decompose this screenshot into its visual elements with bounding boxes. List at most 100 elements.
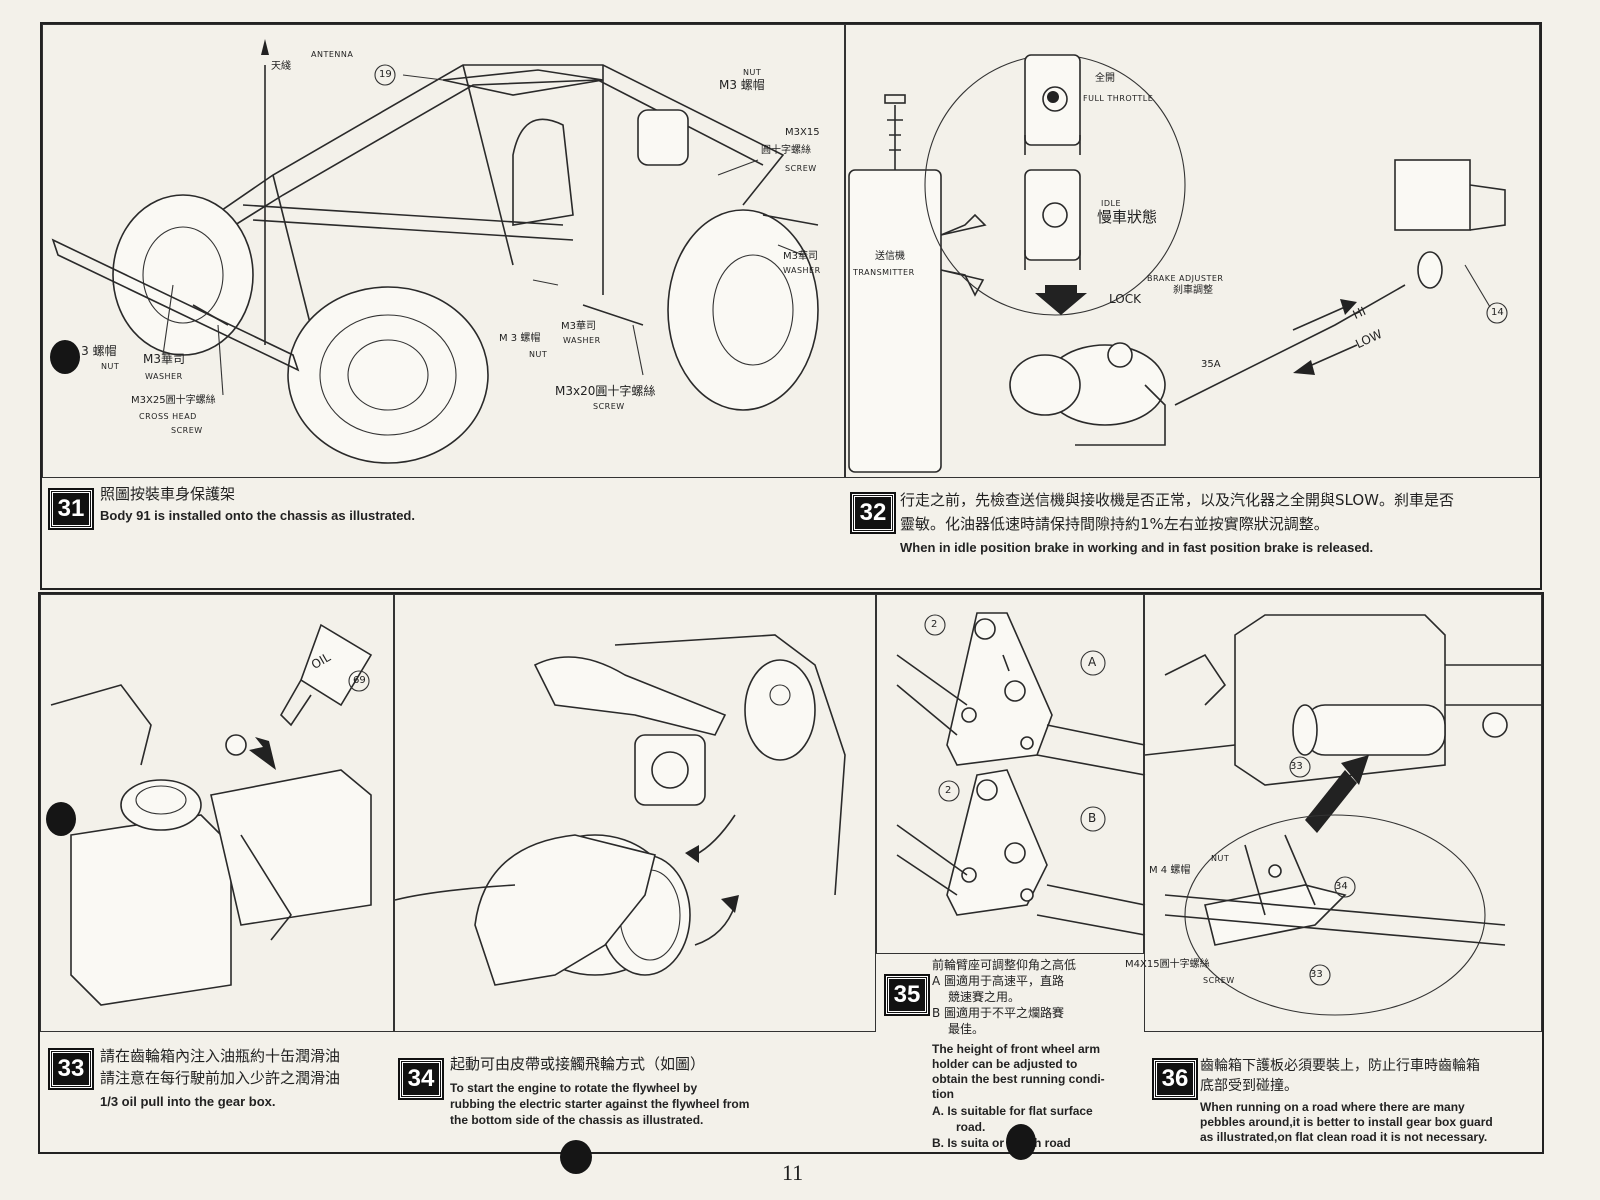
binder-hole-mid [46,802,76,836]
step31-illustration-panel: 天綫 ANTENNA 19 NUT M3 螺帽 M3X15 圓十字螺絲 SCRE… [42,24,846,478]
screw-zh-label: M4X15圓十字螺絲 [1125,959,1210,970]
step32-zh-line2: 靈敏。化油器低速時請保持間隙持約1%左右並按實際狀況調整。 [900,515,1329,533]
bottom-section-frame [38,592,1544,1154]
brake-adjuster-en-label: BRAKE ADJUSTER [1147,274,1224,283]
antenna-en-label: ANTENNA [311,50,354,59]
gearbox-guard-illustration [1144,614,1543,1016]
step32-illustration-panel: 全開 FULL THROTTLE IDLE 慢車狀態 送信機 TRANSMITT… [844,24,1540,478]
step36-en-line2: pebbles around,it is better to install g… [1200,1115,1493,1129]
throttle-brake-illustration [848,54,1508,473]
transmitter-en-label: TRANSMITTER [853,268,915,277]
screw-m3x15-zh-label: 圓十字螺絲 [761,145,811,156]
nut-top-en-label: NUT [743,68,762,77]
variant-b-label: B [1088,811,1097,825]
binder-hole-bottom-right [1006,1124,1036,1160]
idle-zh-label: 慢車狀態 [1097,208,1158,226]
screw-m3x15-en-label: SCREW [785,164,817,173]
screw-m3x20-zh-label: M3x20圓十字螺絲 [555,384,656,398]
step35-zh-line5: 最佳。 [948,1022,985,1036]
nut-top-zh-label: M3 螺帽 [719,78,765,92]
step35-zh-line3: 競速賽之用。 [948,990,1021,1004]
screw-m3x25-en1-label: CROSS HEAD [139,412,197,421]
part-14-label: 14 [1491,307,1504,318]
washer-mid-zh-label: M3華司 [561,321,596,332]
step32-number: 32 [850,492,896,534]
step33-en-text: 1/3 oil pull into the gear box. [100,1094,276,1109]
step36-en-line3: as illustrated,on flat clean road it is … [1200,1130,1488,1144]
step32-zh-line1: 行走之前，先檢查送信機與接收機是否正常，以及汽化器之全開與SLOW。刹車是否 [900,491,1454,509]
washer-left-en-label: WASHER [145,372,183,381]
nut-en-label: NUT [1211,854,1230,863]
step34-illustration-panel [394,594,876,1032]
page-number: 11 [782,1160,804,1185]
full-throttle-zh-label: 全開 [1095,73,1115,84]
step34-en-line1: To start the engine to rotate the flywhe… [450,1081,698,1095]
step36-zh-line2: 底部受到碰撞。 [1200,1078,1298,1094]
step35-en-line4: tion [932,1087,954,1101]
step35-en-line2: holder can be adjusted to [932,1057,1078,1071]
step35-illustration-panel: 2 2 A B [876,594,1146,954]
nut-mid-zh-label: M 3 螺帽 [499,333,541,344]
part-34-label: 34 [1335,881,1348,892]
step34-en-line2: rubbing the electric starter against the… [450,1097,750,1111]
step32-en-text: When in idle position brake in working a… [900,540,1374,555]
screw-en-label: SCREW [1203,976,1235,985]
idle-en-label: IDLE [1101,199,1122,208]
binder-hole-top [50,340,80,374]
antenna-zh-label: 天綫 [271,61,291,72]
binder-hole-bottom-left [560,1140,592,1174]
step31-zh-text: 照圖按裝車身保護架 [100,485,236,503]
step35-en-line7: B. Is suita or rough road [932,1136,1071,1150]
nut-mid-en-label: NUT [529,350,548,359]
step36-zh-line1: 齒輪箱下護板必須要裝上，防止行車時齒輪箱 [1200,1058,1480,1074]
step34-zh-text: 起動可由皮帶或接觸飛輪方式（如圖） [450,1055,706,1073]
top-section-frame [40,22,1542,590]
washer-mid-en-label: WASHER [563,336,601,345]
step35-en-line3: obtain the best running condi- [932,1072,1105,1086]
brake-adjuster-zh-label: 刹車調整 [1173,285,1213,296]
screw-m3x15-label: M3X15 [785,127,820,138]
buggy-frame-illustration [51,39,819,464]
part-33b-label: 33 [1310,969,1323,980]
gearbox-oil-illustration [50,623,373,1006]
step33-zh-line1: 請在齒輪箱內注入油瓶約十缶潤滑油 [100,1047,341,1065]
washer-left-zh-label: M3華司 [143,352,185,366]
nut-left-en-label: NUT [101,362,120,371]
step33-illustration-panel: OIL 69 [40,594,394,1032]
screw-m3x25-zh-label: M3X25圓十字螺絲 [131,395,216,406]
step36-illustration-panel: 33 34 33 NUT M 4 螺帽 M4X15圓十字螺絲 SCREW [1125,594,1543,1032]
35a-label: 35A [1201,359,1221,370]
step36-en-line1: When running on a road where there are m… [1200,1100,1465,1114]
screw-m3x25-en2-label: SCREW [171,426,203,435]
part-69-label: 69 [353,675,366,686]
variant-a-label: A [1088,655,1097,669]
lock-label: LOCK [1109,292,1141,306]
washer-right-en-label: WASHER [783,266,821,275]
step31-number: 31 [48,488,94,530]
step35-en-line5: A. Is suitable for flat surface [932,1104,1093,1118]
step35-zh-line4: B 圖適用于不平之爛路賽 [932,1006,1065,1020]
part-2b-label: 2 [945,785,952,796]
step36-number: 36 [1152,1058,1198,1100]
part-19-label: 19 [379,69,392,80]
step35-number: 35 [884,974,930,1016]
step33-number: 33 [48,1048,94,1090]
step35-en-line1: The height of front wheel arm [932,1042,1101,1056]
washer-right-zh-label: M3華司 [783,251,818,262]
transmitter-zh-label: 送信機 [875,251,905,262]
part-2a-label: 2 [931,619,938,630]
full-throttle-en-label: FULL THROTTLE [1083,94,1154,103]
screw-m3x20-en-label: SCREW [593,402,625,411]
step31-en-text: Body 91 is installed onto the chassis as… [100,508,415,523]
arm-holder-illustration [896,612,1146,936]
step34-number: 34 [398,1058,444,1100]
starter-illustration [394,634,846,986]
step35-zh-line1: 前輪臂座可調整仰角之高低 [932,958,1077,972]
step34-en-line3: the bottom side of the chassis as illust… [450,1113,704,1127]
step35-en-line6: road. [956,1120,986,1134]
nut-zh-label: M 4 螺帽 [1149,865,1191,876]
part-33a-label: 33 [1290,761,1303,772]
step35-zh-line2: A 圖適用于高速平，直路 [932,974,1065,988]
step33-zh-line2: 請注意在每行駛前加入少許之潤滑油 [100,1069,341,1087]
